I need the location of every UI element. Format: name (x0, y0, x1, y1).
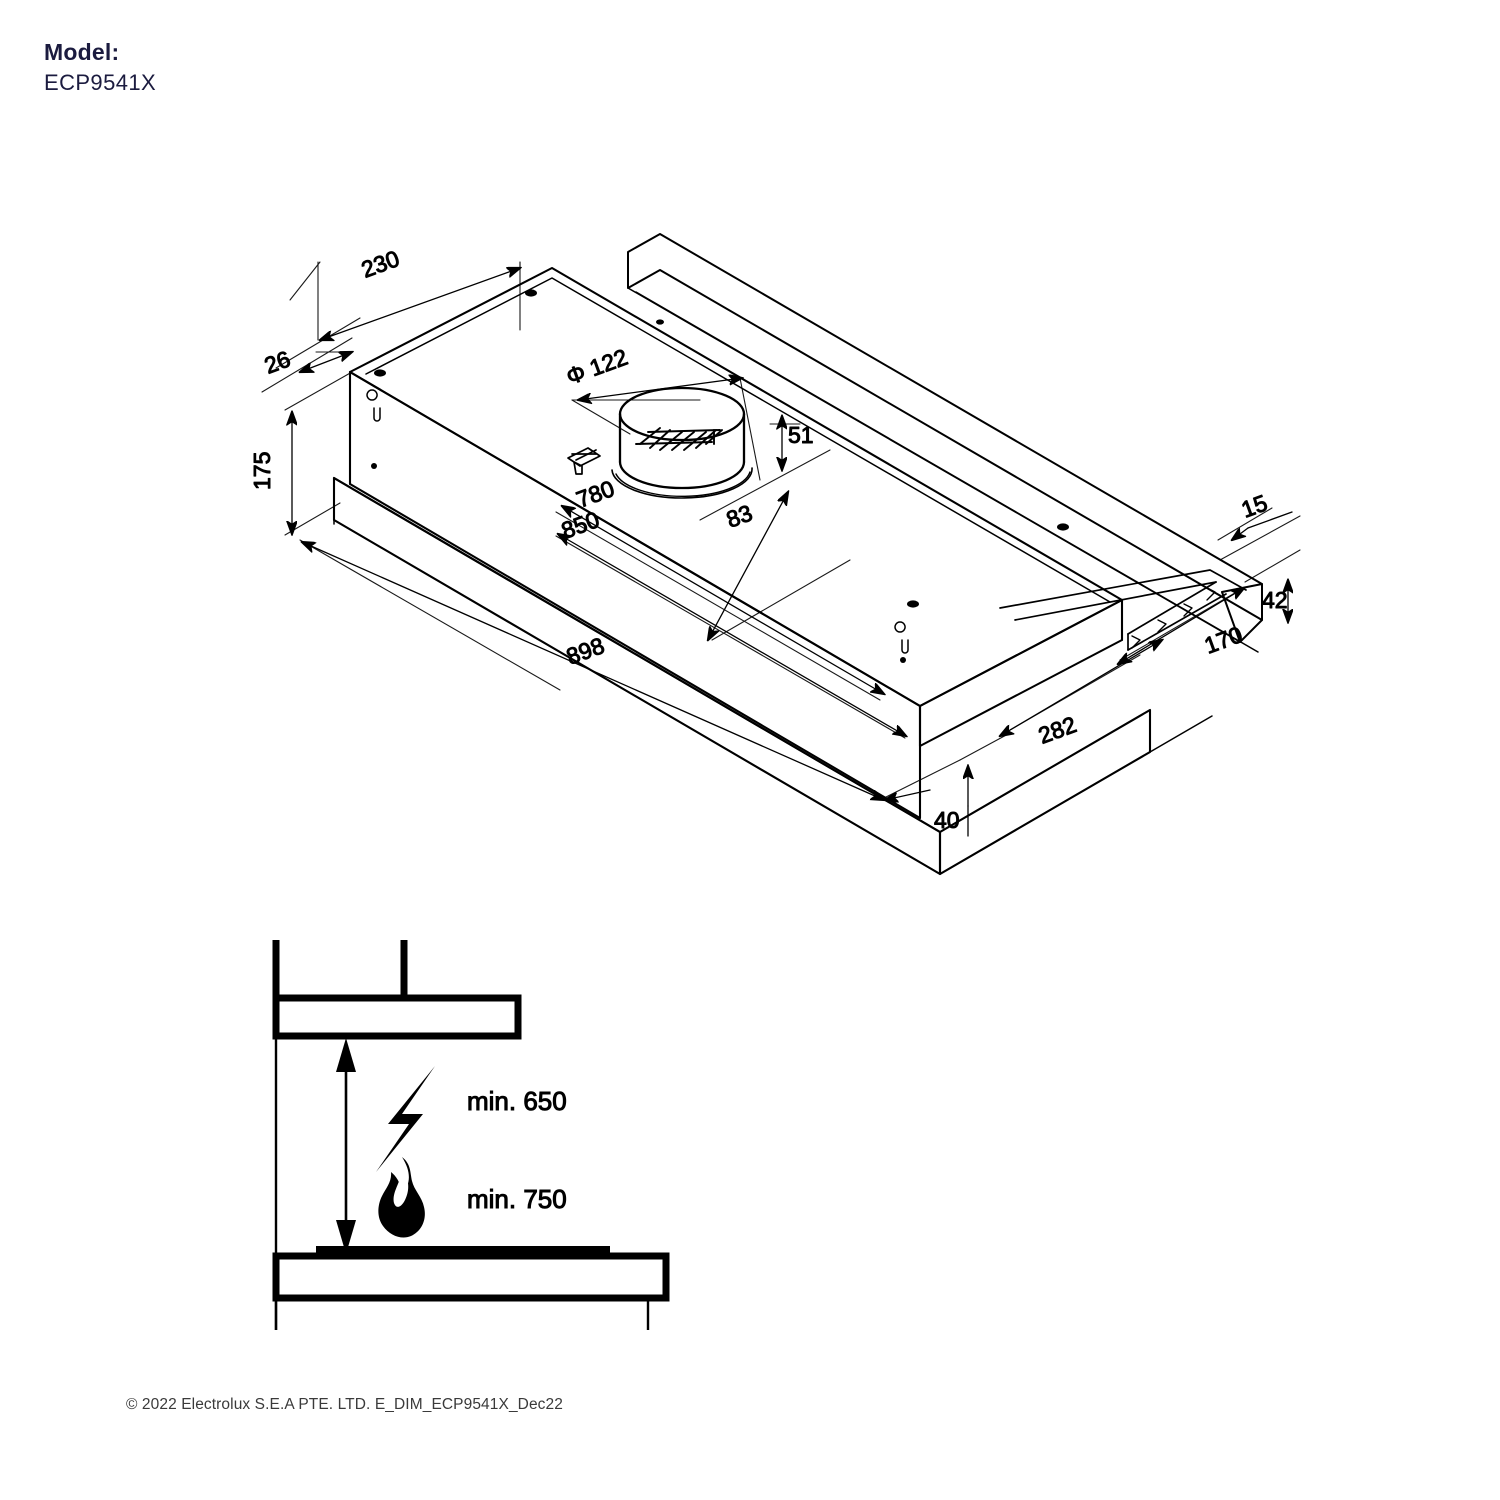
clearance-arrow-down (336, 1220, 356, 1254)
duct-outlet-collar (611, 386, 753, 499)
dim-175: 175 (249, 452, 275, 490)
model-label: Model: (44, 39, 120, 65)
dim-780: 780 (573, 475, 618, 513)
visor-bottom-lip (333, 519, 1213, 753)
keyhole-slot-left (366, 389, 381, 422)
dim-898: 898 (563, 632, 608, 670)
model-number: ECP9541X (44, 70, 157, 96)
dimension-lines (292, 268, 1292, 837)
hob-plate (316, 1246, 610, 1258)
clearance-label-electric: min. 650 (467, 1086, 567, 1116)
dim-51: 51 (788, 422, 814, 448)
duct-grille-flap (635, 427, 723, 451)
dim-42: 42 (1262, 587, 1288, 613)
lightning-bolt-icon (376, 1066, 435, 1172)
hood-body-rect (272, 994, 522, 1040)
cable-clamp-bracket (567, 447, 601, 475)
dim-40: 40 (934, 807, 960, 833)
clearance-label-gas: min. 750 (467, 1184, 567, 1214)
model-header: Model: ECP9541X (44, 38, 156, 98)
copyright-footer: © 2022 Electrolux S.E.A PTE. LTD. E_DIM_… (126, 1396, 563, 1413)
fastener-dots (371, 289, 1069, 663)
clearance-arrow-up (336, 1038, 356, 1072)
hood-canopy-rim (365, 277, 1111, 603)
flame-inner-highlight (393, 1172, 409, 1207)
counter-rect (272, 1252, 670, 1302)
